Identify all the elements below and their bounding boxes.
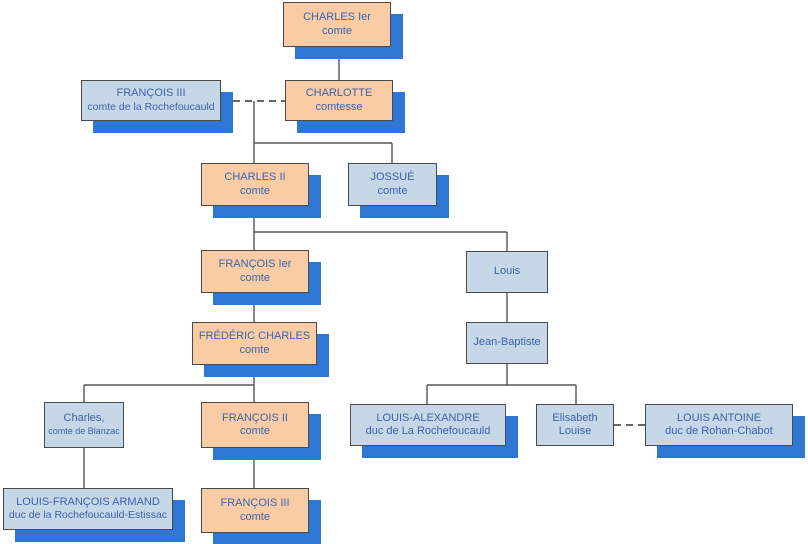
node-title: Louise bbox=[558, 425, 592, 437]
node-title: comte bbox=[240, 271, 270, 284]
node-name: FRANÇOIS III bbox=[116, 87, 186, 99]
node-title: comte de Blanzac bbox=[48, 426, 120, 436]
node-title: comte bbox=[239, 343, 270, 356]
node-name: CHARLOTTE bbox=[305, 87, 373, 99]
node-name: FRANÇOIS II bbox=[221, 411, 288, 424]
node-name: LOUIS ANTOINE bbox=[676, 411, 762, 424]
node-title: duc de Rohan-Chabot bbox=[665, 425, 773, 437]
node-name: CHARLES Ier bbox=[303, 11, 371, 23]
node-name: FRANÇOIS III bbox=[220, 497, 290, 509]
node-name: JOSSUÉ bbox=[370, 171, 415, 183]
node-title: comte bbox=[322, 24, 352, 37]
node-title: comtesse bbox=[315, 100, 363, 113]
node-title: comte bbox=[240, 425, 270, 437]
node-louis[interactable]: Louis bbox=[466, 251, 548, 293]
node-charles-blanzac[interactable]: Charles, comte de Blanzac bbox=[44, 402, 124, 448]
node-name: Louis bbox=[493, 265, 521, 278]
node-title: comte bbox=[240, 184, 270, 197]
node-title: comte bbox=[240, 510, 270, 523]
node-name: Jean-Baptiste bbox=[473, 336, 541, 349]
node-name: Elisabeth bbox=[552, 411, 598, 424]
node-title: duc de La Rochefoucauld bbox=[365, 425, 491, 437]
node-title: duc de la Rochefoucauld-Estissac bbox=[8, 509, 168, 521]
node-title: comte de la Rochefoucauld bbox=[87, 100, 215, 113]
node-jean-baptiste[interactable]: Jean-Baptiste bbox=[466, 322, 548, 364]
node-name: FRANÇOIS Ier bbox=[218, 258, 292, 270]
node-name: LOUIS-FRANÇOIS ARMAND bbox=[16, 495, 160, 508]
node-name: Charles, bbox=[63, 411, 105, 424]
node-title: comte bbox=[377, 184, 408, 197]
node-name: FRÉDÉRIC CHARLES bbox=[198, 330, 311, 342]
node-name: LOUIS-ALEXANDRE bbox=[376, 411, 480, 424]
node-name: CHARLES II bbox=[224, 171, 286, 183]
